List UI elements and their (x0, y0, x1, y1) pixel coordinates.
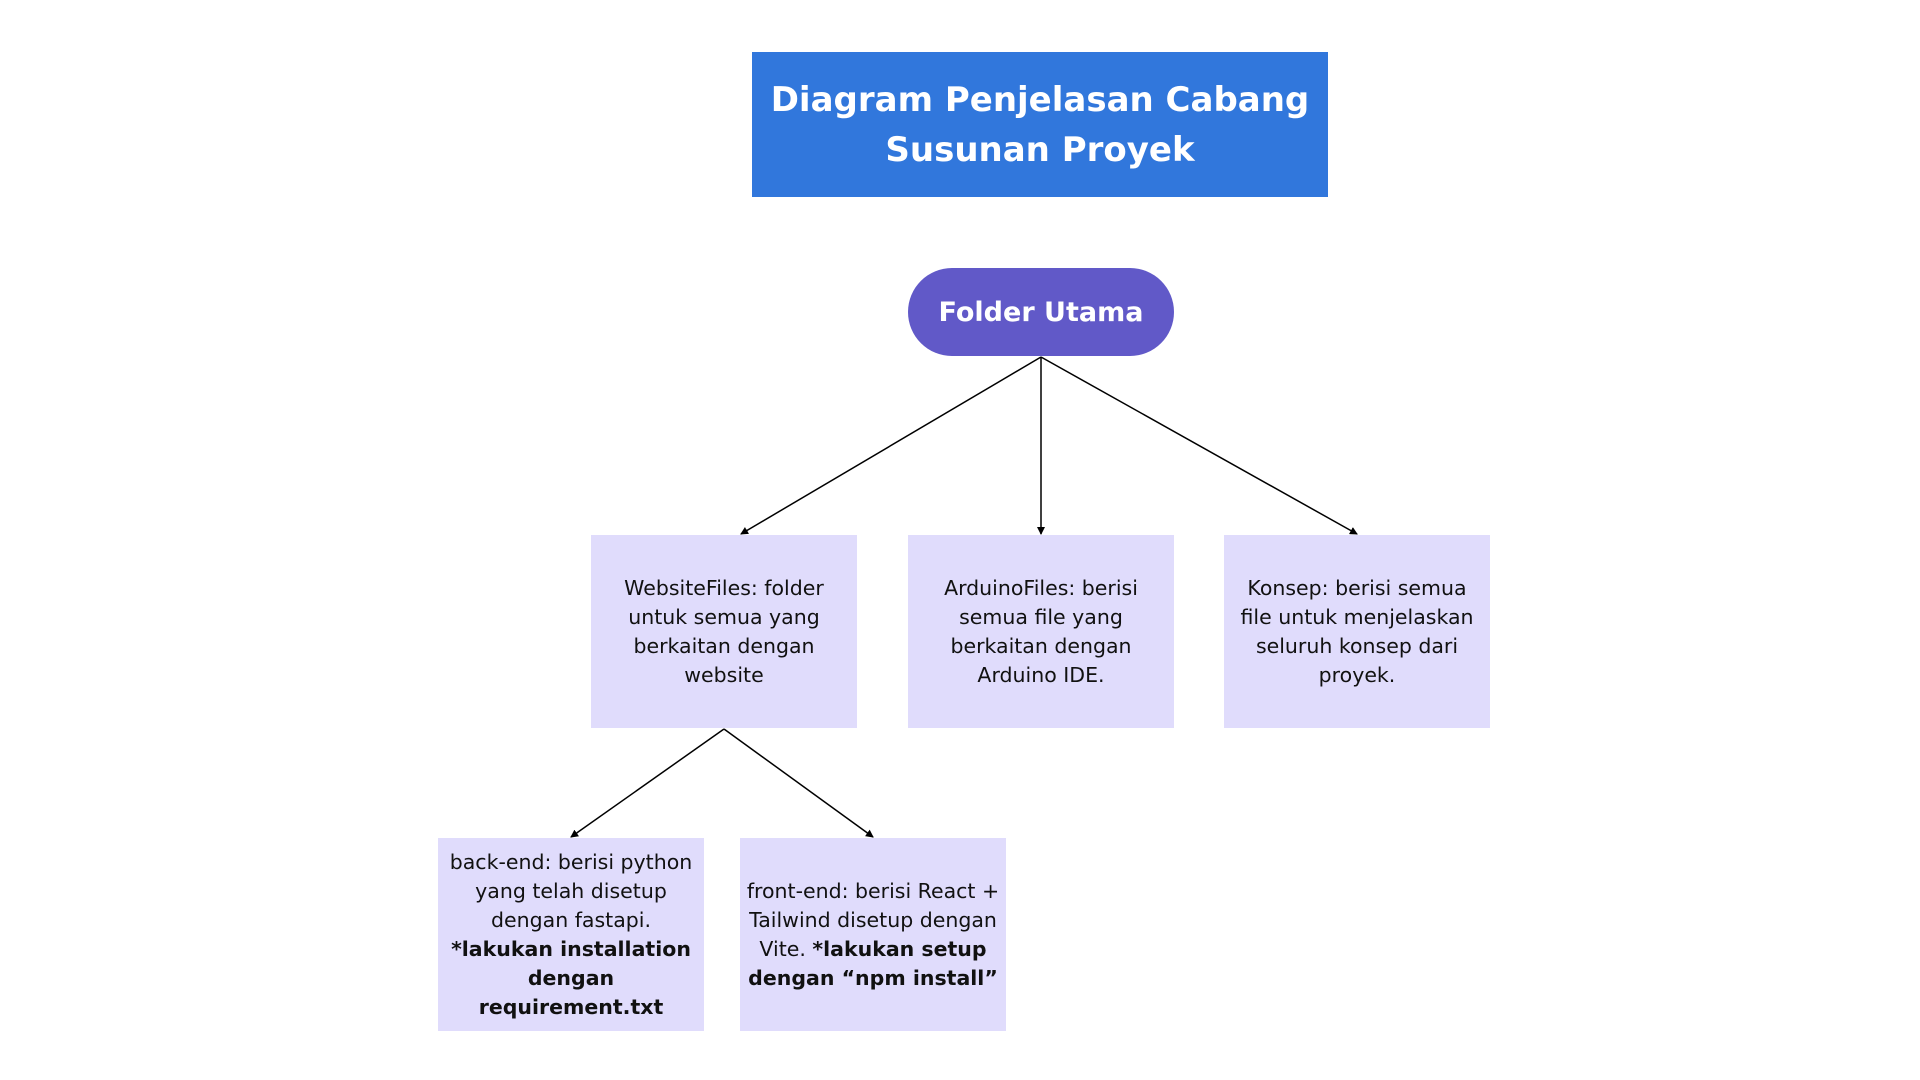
node-back-end: back-end: berisi python yang telah diset… (438, 838, 704, 1031)
node-konsep-text: Konsep: berisi semua file untuk menjelas… (1240, 575, 1474, 687)
node-backend-text: back-end: berisi python yang telah diset… (449, 849, 693, 932)
root-node-label: Folder Utama (938, 296, 1144, 328)
node-frontend-content: front-end: berisi React + Tailwind diset… (744, 877, 1002, 993)
connector-website-backend (570, 728, 725, 838)
node-arduino-files: ArduinoFiles: berisi semua file yang ber… (908, 535, 1174, 728)
connector-root-website (740, 356, 1042, 535)
node-backend-content: back-end: berisi python yang telah diset… (442, 848, 700, 1022)
node-website-text: WebsiteFiles: folder untuk semua yang be… (624, 575, 824, 687)
node-frontend-note: *lakukan setup dengan “npm install” (748, 936, 998, 990)
node-website-files: WebsiteFiles: folder untuk semua yang be… (591, 535, 857, 728)
node-konsep: Konsep: berisi semua file untuk menjelas… (1224, 535, 1490, 728)
connector-root-konsep (1040, 356, 1358, 535)
connector-website-frontend (723, 728, 874, 838)
diagram-title-line1: Diagram Penjelasan Cabang (770, 79, 1310, 120)
node-arduino-text: ArduinoFiles: berisi semua file yang ber… (944, 575, 1138, 687)
node-backend-note: *lakukan installation dengan requirement… (451, 936, 691, 1019)
diagram-title: Diagram Penjelasan Cabang Susunan Proyek (752, 52, 1328, 197)
root-node-folder-utama: Folder Utama (908, 268, 1174, 356)
diagram-title-line2: Susunan Proyek (885, 129, 1195, 170)
node-front-end: front-end: berisi React + Tailwind diset… (740, 838, 1006, 1031)
node-frontend-text: front-end: berisi React + Tailwind diset… (746, 878, 1000, 961)
